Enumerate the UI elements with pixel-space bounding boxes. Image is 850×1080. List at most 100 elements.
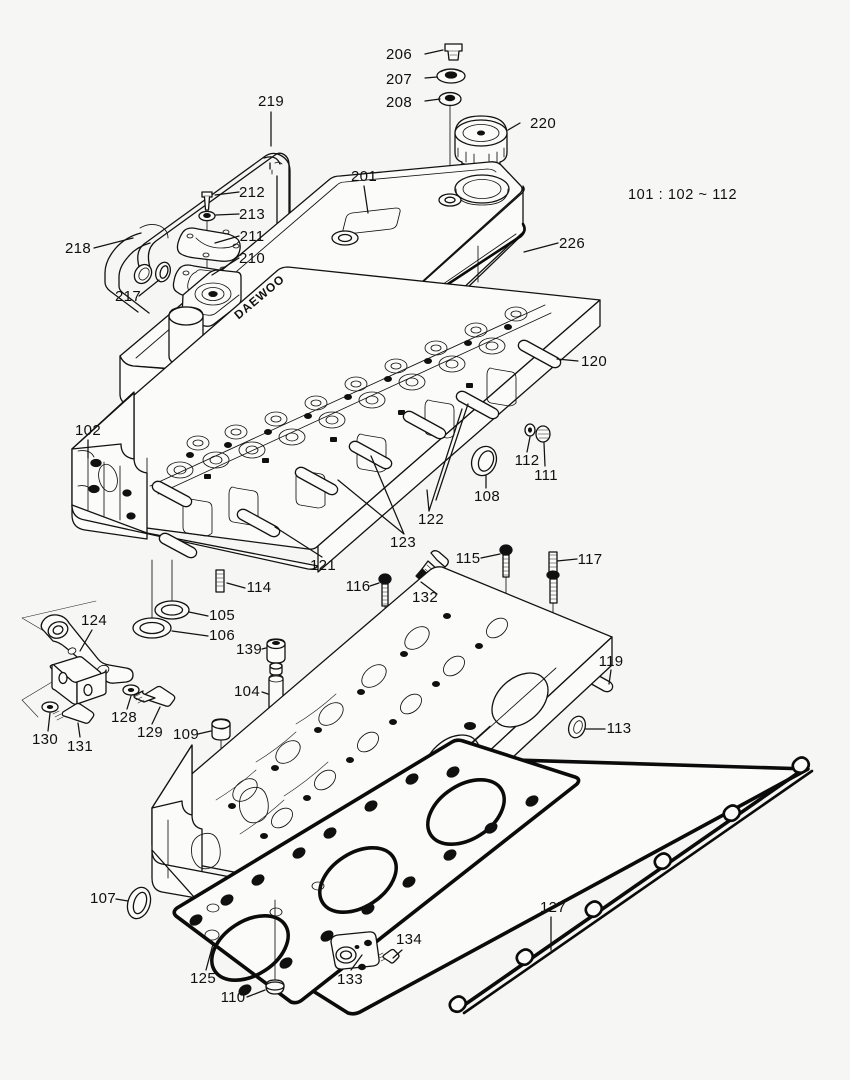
callout-128: 128 (111, 709, 137, 726)
leader-105 (188, 611, 209, 617)
dowel-pins-upper (151, 339, 562, 559)
callout-130: 130 (32, 731, 58, 748)
callout-213: 213 (239, 206, 265, 223)
leader-201 (363, 185, 369, 214)
part-134-bolt (378, 948, 400, 964)
leader-122a (426, 408, 463, 512)
callout-120: 120 (581, 353, 607, 370)
callout-129: 129 (137, 724, 163, 741)
part-217-o-ring (155, 261, 171, 283)
callout-123: 123 (390, 534, 416, 551)
leader-125 (205, 943, 214, 971)
part-128-washer (122, 684, 140, 696)
callout-219: 219 (258, 93, 284, 110)
leader-128 (126, 695, 132, 710)
leader-132 (420, 581, 438, 595)
seal-ring-axes (151, 559, 173, 619)
part-127-rocker-oil-rail (448, 756, 814, 1015)
callout-109: 109 (173, 726, 199, 743)
callout-117: 117 (578, 551, 603, 568)
part-211-cover-plate (176, 227, 241, 262)
part-124-lifting-bracket (21, 600, 134, 718)
leader-226 (523, 242, 559, 253)
brand-mark: DAEWOO (231, 272, 287, 322)
leader-120 (556, 358, 579, 362)
leader-134 (392, 949, 403, 959)
callout-208: 208 (386, 94, 412, 111)
part-206-cap-bolt (444, 43, 463, 61)
callout-114: 114 (247, 579, 272, 596)
callout-220: 220 (530, 115, 556, 132)
leader-211 (214, 235, 240, 244)
leader-119 (608, 669, 612, 685)
part-108-seal-ring (470, 445, 498, 477)
leader-206 (424, 49, 444, 55)
callout-111: 111 (534, 467, 558, 484)
leader-212 (214, 191, 240, 196)
combustion-face-detail (232, 617, 508, 829)
callout-105: 105 (209, 607, 235, 624)
leader-111 (543, 442, 546, 467)
leader-208 (424, 98, 441, 102)
leader-106 (171, 630, 209, 637)
callout-119: 119 (599, 653, 624, 670)
part-114-roll-pin (215, 569, 225, 593)
part-207-washer (436, 68, 466, 84)
callout-124: 124 (81, 612, 107, 629)
part-130-washer (41, 701, 59, 713)
valve-gear-detail (166, 306, 528, 479)
leader-124 (79, 629, 93, 652)
leader-107 (115, 898, 129, 902)
callout-116: 116 (346, 578, 371, 595)
leader-139 (261, 647, 267, 650)
callout-132: 132 (412, 589, 438, 606)
callout-115: 115 (456, 550, 481, 567)
callout-104: 104 (234, 683, 260, 700)
leader-109 (197, 730, 212, 735)
part-107-seal-ring (126, 886, 152, 920)
callout-134: 134 (396, 931, 422, 948)
callout-125: 125 (190, 970, 216, 987)
callout-226: 226 (559, 235, 585, 252)
callout-218: 218 (65, 240, 91, 257)
callout-121: 121 (310, 557, 336, 574)
leader-133 (350, 954, 363, 971)
leader-220 (507, 122, 521, 131)
callout-201: 201 (351, 168, 377, 185)
callout-139: 139 (236, 641, 262, 658)
brand-label: DAEWOO (231, 272, 287, 322)
part-212-screw (201, 191, 213, 211)
callout-127: 127 (540, 899, 566, 916)
callout-106: 106 (209, 627, 235, 644)
callout-211: 211 (240, 228, 265, 245)
callout-133: 133 (337, 971, 363, 988)
leader-117 (556, 558, 578, 562)
part-117-stud-bolt (546, 551, 560, 626)
leader-217 (138, 279, 160, 297)
callout-206: 206 (386, 46, 412, 63)
part-102-cylinder-head (71, 266, 601, 573)
diagram-note: 101 : 102 ~ 112 (628, 187, 737, 203)
part-139-valve-cap (266, 638, 286, 664)
leader-114 (226, 582, 246, 589)
leader-122b (435, 403, 469, 501)
leader-123 (337, 455, 405, 535)
callout-122: 122 (418, 511, 444, 528)
part-111-plug (535, 425, 551, 443)
leader-116 (369, 582, 380, 587)
callout-217: 217 (115, 288, 141, 305)
callout-107: 107 (90, 890, 116, 907)
part-112-small-washer (524, 423, 536, 437)
leader-104 (261, 691, 269, 695)
leader-121 (274, 526, 323, 558)
part-113-plug (567, 715, 587, 739)
part-133-cover-plate (330, 931, 380, 971)
part-110-cup-plug (265, 899, 285, 995)
valve-gear-shadow-dots (186, 324, 512, 479)
callout-207: 207 (386, 71, 412, 88)
callout-212: 212 (239, 184, 265, 201)
part-129-bolt (133, 685, 176, 707)
